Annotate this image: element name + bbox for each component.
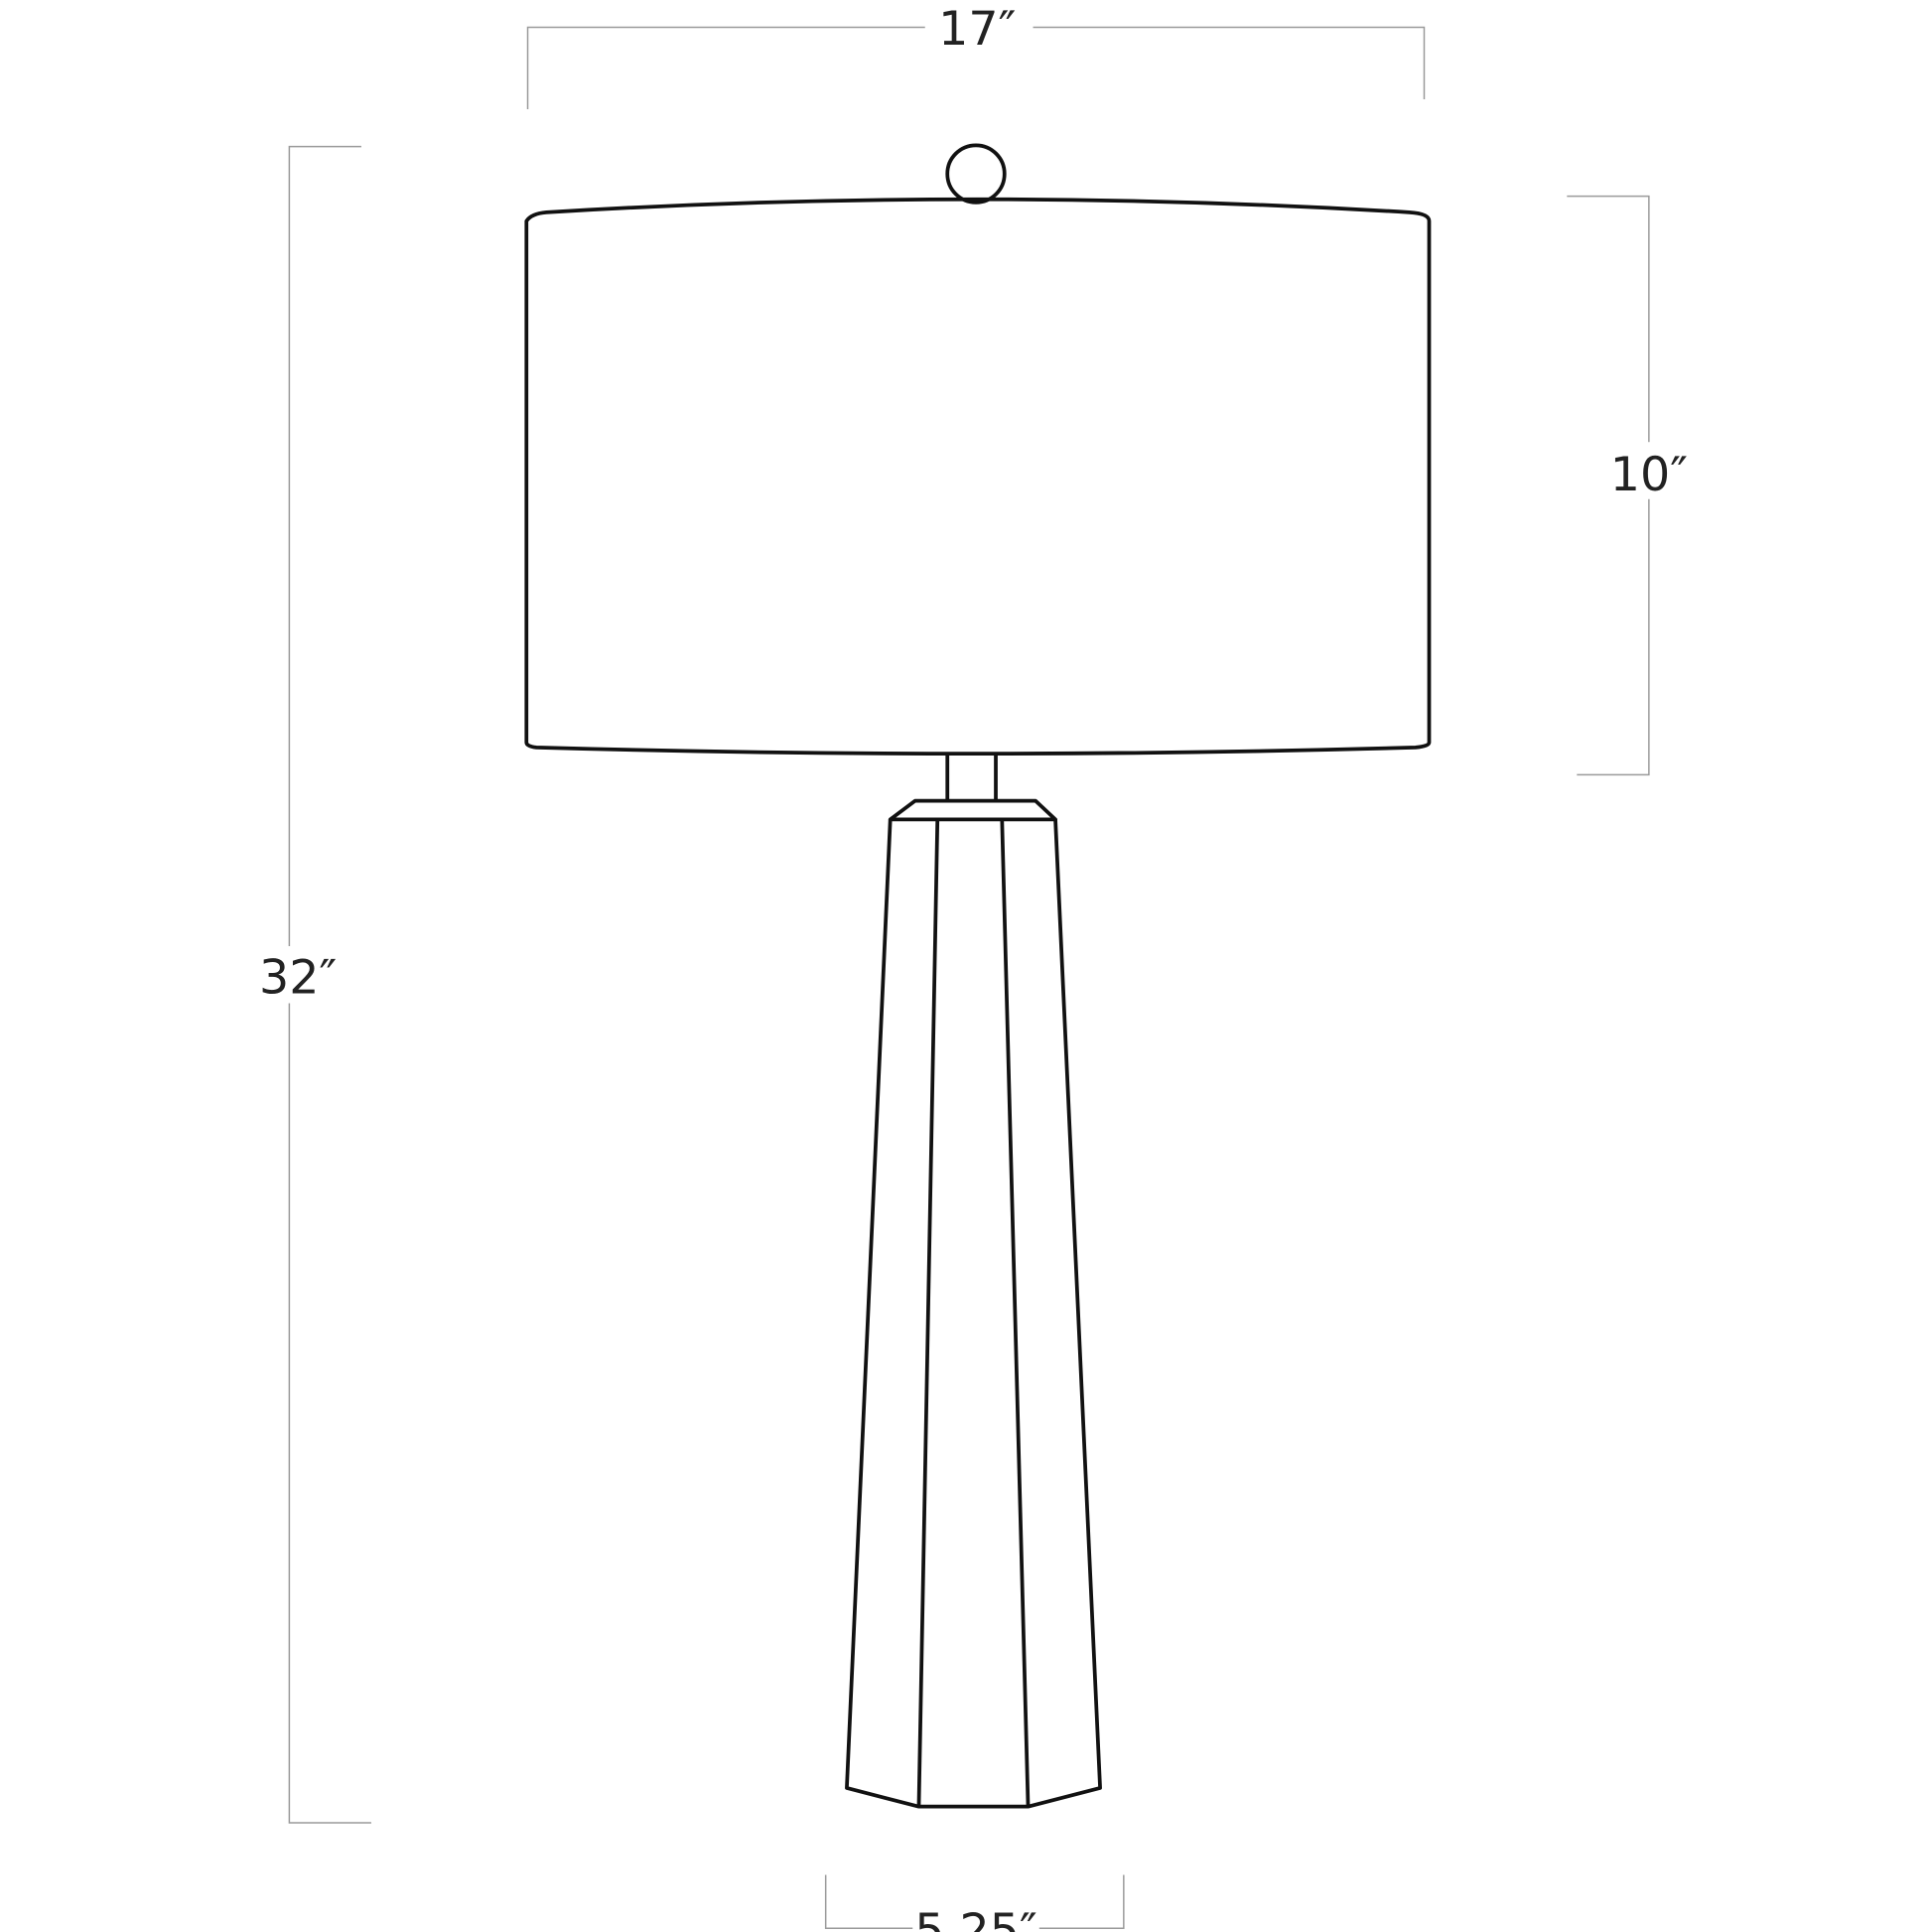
finial	[945, 143, 1007, 205]
overall-height-dimension: 32″	[248, 145, 371, 1824]
lamp-neck	[945, 752, 998, 801]
lamp-shade	[524, 197, 1432, 757]
shade-height-dimension: 10″	[1567, 195, 1699, 776]
shade-width-label: 17″	[938, 2, 1016, 57]
lamp-base	[845, 798, 1102, 1809]
shade-height-label: 10″	[1610, 448, 1688, 502]
overall-height-label: 32″	[259, 951, 337, 1006]
base-width-label: 5.25″	[914, 1904, 1037, 1932]
shade-width-dimension: 17″	[526, 0, 1426, 110]
base-width-dimension: 5.25″	[824, 1874, 1125, 1932]
